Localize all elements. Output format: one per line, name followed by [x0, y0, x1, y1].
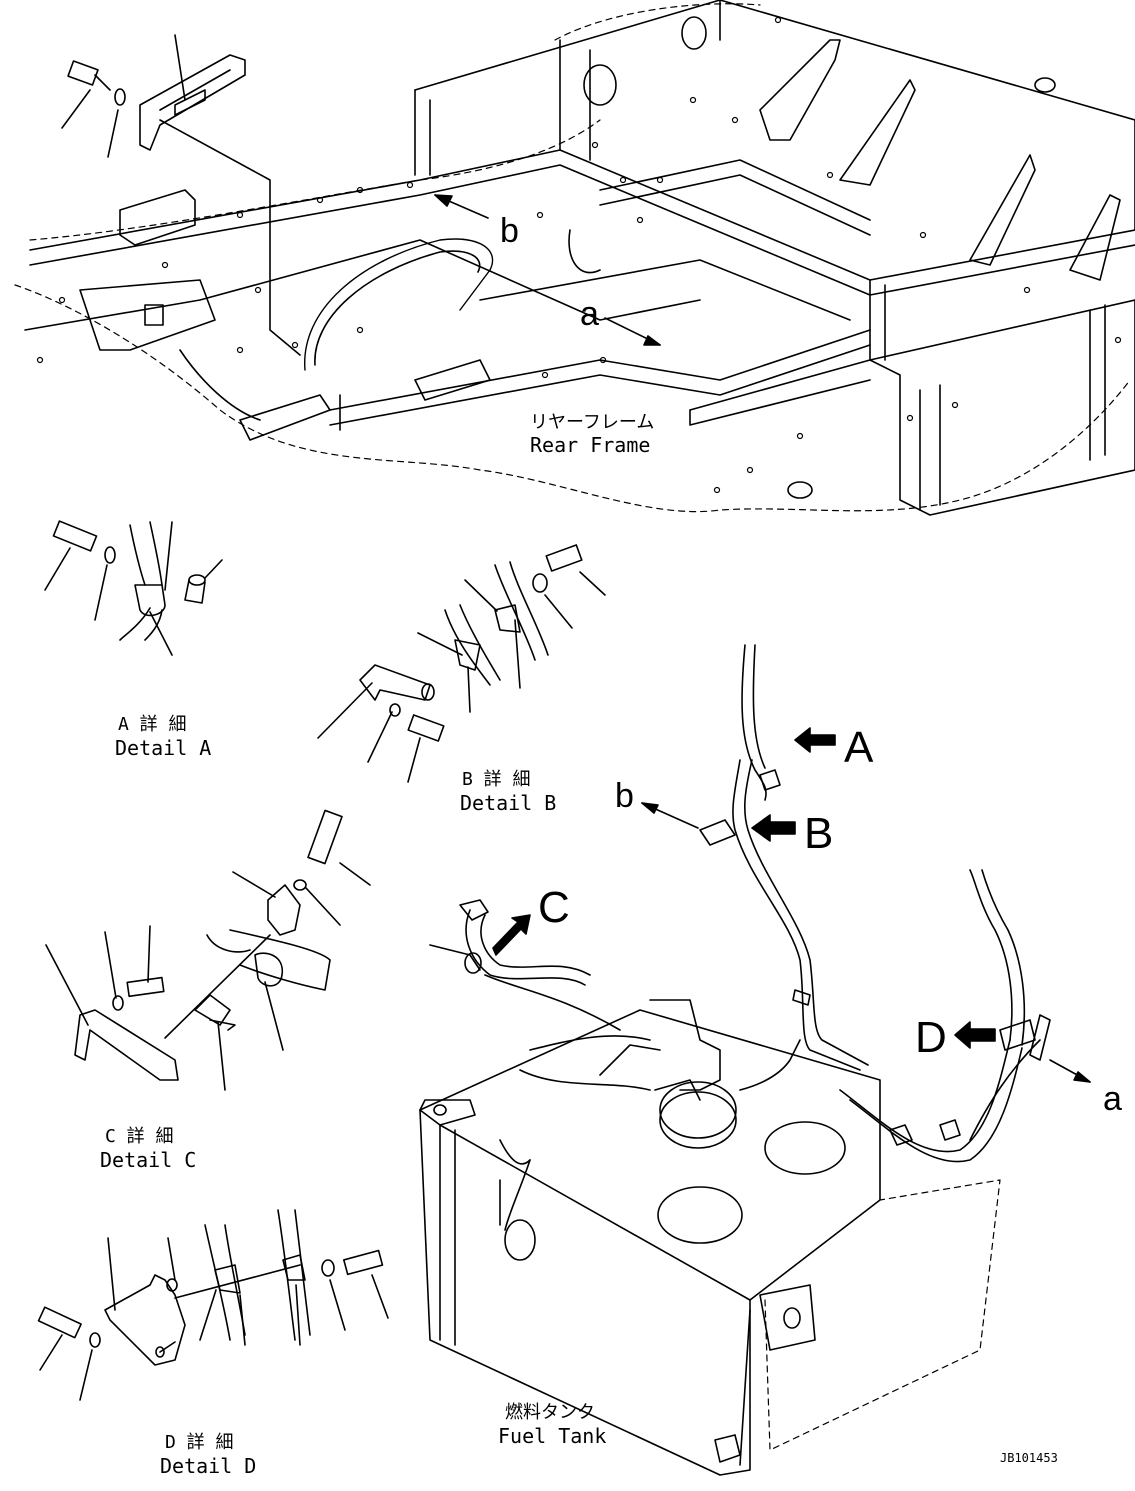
detail-b-caption-en: Detail B: [460, 791, 556, 815]
drawing-id: JB101453: [1000, 1451, 1058, 1465]
view-marker-a: A: [844, 723, 874, 772]
fuel-tank-label-en: Fuel Tank: [498, 1424, 606, 1448]
detail-c-drawing: [45, 809, 371, 1091]
detail-b-caption-jp: B 詳 細: [462, 769, 531, 790]
rear-frame-drawing: [14, 0, 1135, 516]
view-marker-b: B: [804, 809, 833, 858]
detail-a-caption-jp: A 詳 細: [118, 714, 187, 735]
detail-d-drawing: [37, 1209, 389, 1401]
frame-connection-a-letter: a: [580, 295, 599, 333]
rear-frame-label-en: Rear Frame: [530, 433, 650, 457]
fuel-tank-drawing: [419, 644, 1091, 1476]
detail-d-caption-jp: D 詳 細: [165, 1432, 234, 1453]
view-marker-c: C: [538, 883, 570, 932]
view-marker-d: D: [915, 1013, 947, 1062]
detail-c-caption-en: Detail C: [100, 1148, 196, 1172]
detail-d-caption-en: Detail D: [160, 1454, 256, 1478]
tank-connection-b-letter: b: [615, 777, 634, 815]
tank-connection-a-letter: a: [1103, 1080, 1122, 1118]
detail-a-drawing: [44, 520, 223, 656]
detail-c-caption-jp: C 詳 細: [105, 1126, 174, 1147]
detail-b-drawing: [317, 544, 606, 783]
rear-frame-label-jp: リヤーフレーム: [530, 412, 654, 433]
frame-connection-b-letter: b: [500, 212, 519, 250]
detail-a-caption-en: Detail A: [115, 736, 211, 760]
fuel-tank-label-jp: 燃料タンク: [505, 1402, 595, 1423]
